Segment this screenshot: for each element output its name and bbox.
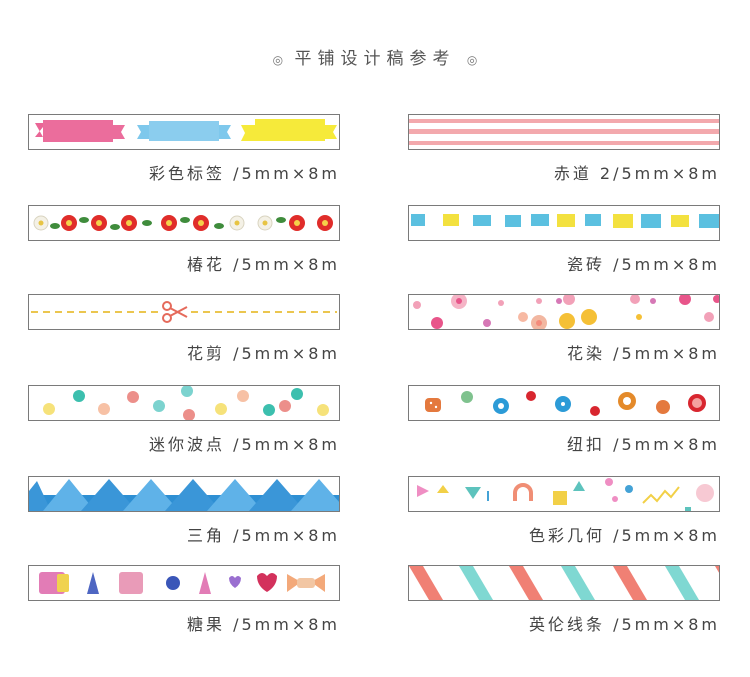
tape-label-buttons: 纽扣 /5mm×8m <box>566 435 720 454</box>
page-title: ◎ 平铺设计稿参考 ◎ <box>0 44 750 69</box>
tape-label-scissors-line: 花剪 /5mm×8m <box>186 344 340 363</box>
tape-swatch-british-stripes <box>408 565 720 601</box>
tape-label-color-geometry: 色彩几何 /5mm×8m <box>528 526 720 545</box>
title-mark-right: ◎ <box>466 53 478 67</box>
tape-card-equator-stripes: 赤道 2/5mm×8m <box>408 114 720 184</box>
tape-swatch-candy <box>28 565 340 601</box>
tape-swatch-color-geometry <box>408 476 720 512</box>
tape-label-british-stripes: 英伦线条 /5mm×8m <box>528 615 720 634</box>
tape-label-triangles: 三角 /5mm×8m <box>186 526 340 545</box>
tape-card-color-geometry: 色彩几何 /5mm×8m <box>408 476 720 546</box>
tape-card-tiles: 瓷砖 /5mm×8m <box>408 205 720 275</box>
title-text: 平铺设计稿参考 <box>294 49 456 69</box>
tape-label-candy: 糖果 /5mm×8m <box>186 615 340 634</box>
tape-label-camellia: 椿花 /5mm×8m <box>186 255 340 274</box>
tape-card-british-stripes: 英伦线条 /5mm×8m <box>408 565 720 635</box>
tape-card-candy: 糖果 /5mm×8m <box>28 565 340 635</box>
title-mark-left: ◎ <box>272 53 284 67</box>
tape-label-equator-stripes: 赤道 2/5mm×8m <box>553 164 720 183</box>
tape-swatch-buttons <box>408 385 720 421</box>
tape-swatch-equator-stripes <box>408 114 720 150</box>
tape-card-flower-dye: 花染 /5mm×8m <box>408 294 720 364</box>
tape-swatch-triangles <box>28 476 340 512</box>
scissors-icon <box>162 301 188 323</box>
tape-card-mini-dots: 迷你波点 /5mm×8m <box>28 385 340 455</box>
tape-card-camellia: 椿花 /5mm×8m <box>28 205 340 275</box>
tape-swatch-mini-dots <box>28 385 340 421</box>
tape-card-colorful-labels: 彩色标签 /5mm×8m <box>28 114 340 184</box>
tape-label-colorful-labels: 彩色标签 /5mm×8m <box>148 164 340 183</box>
tape-swatch-tiles <box>408 205 720 241</box>
tape-swatch-camellia <box>28 205 340 241</box>
tape-label-tiles: 瓷砖 /5mm×8m <box>566 255 720 274</box>
tape-card-triangles: 三角 /5mm×8m <box>28 476 340 546</box>
tape-label-flower-dye: 花染 /5mm×8m <box>566 344 720 363</box>
tape-swatch-flower-dye <box>408 294 720 330</box>
tape-swatch-scissors-line <box>28 294 340 330</box>
tape-label-mini-dots: 迷你波点 /5mm×8m <box>148 435 340 454</box>
tape-card-buttons: 纽扣 /5mm×8m <box>408 385 720 455</box>
tape-swatch-colorful-labels <box>28 114 340 150</box>
tape-card-scissors-line: 花剪 /5mm×8m <box>28 294 340 364</box>
